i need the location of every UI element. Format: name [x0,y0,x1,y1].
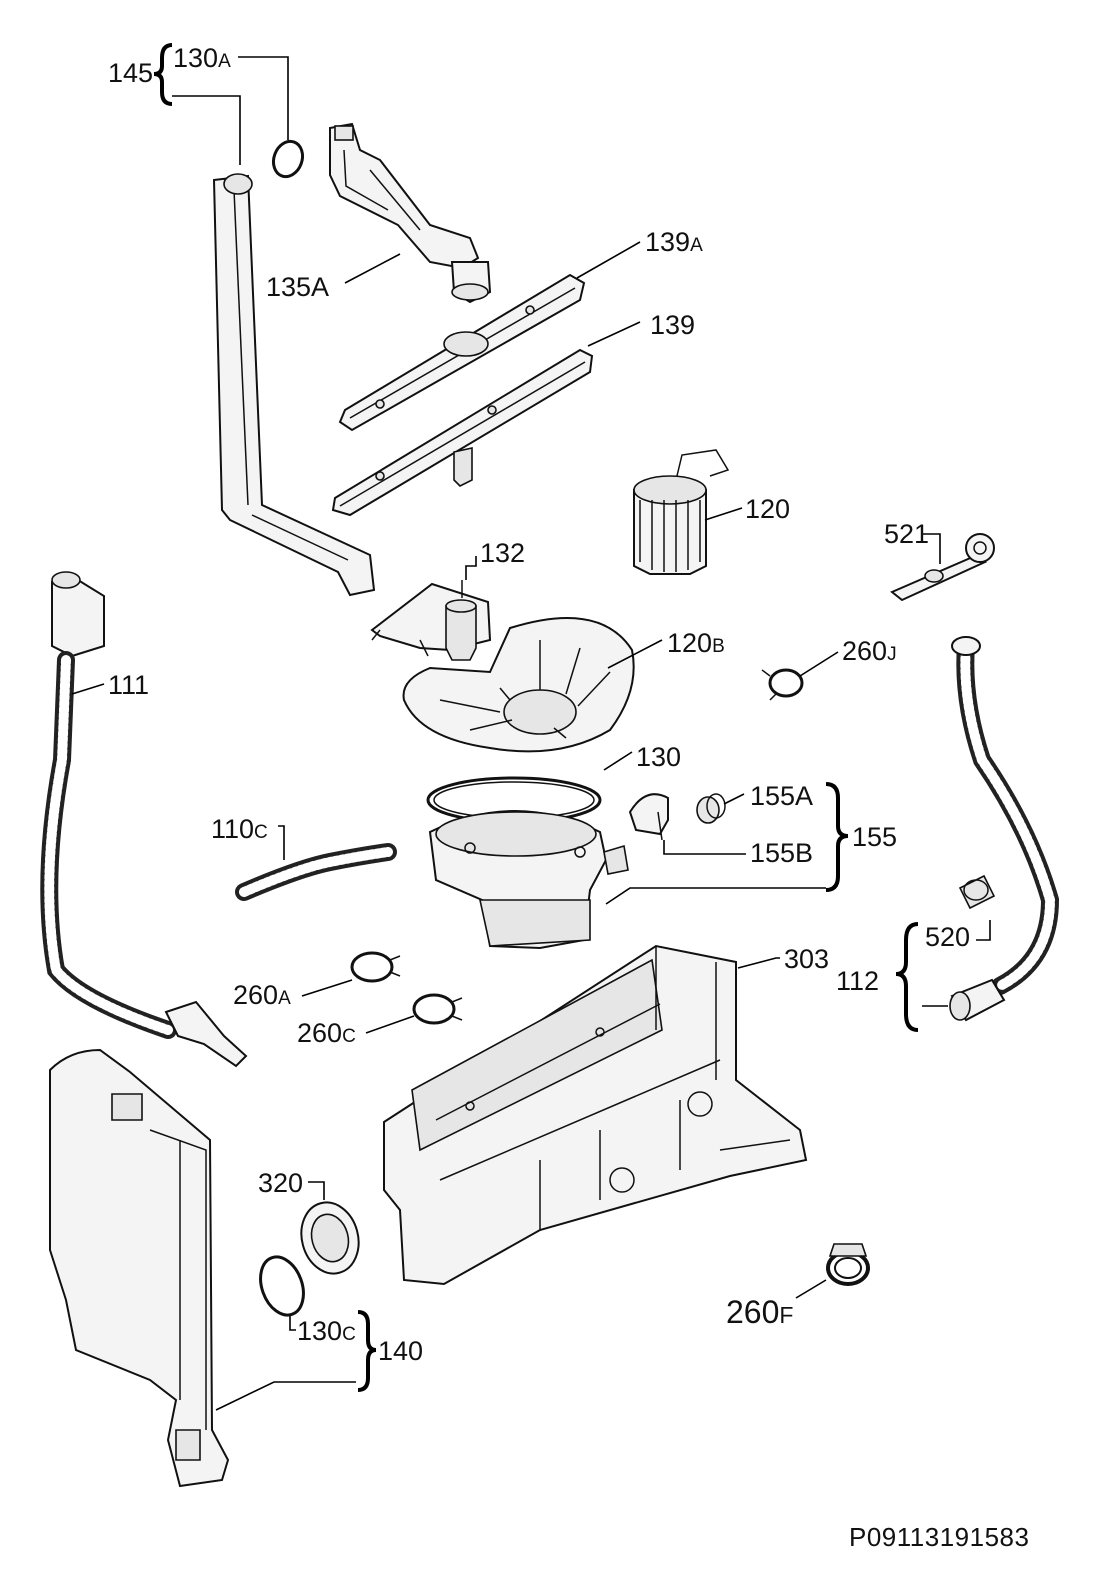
label-520: 520 [925,922,971,952]
label-260f: 260F [726,1294,794,1330]
upper-arm-support-135a [329,122,492,304]
hose-110c [235,825,397,901]
label-155b: 155B [750,838,814,868]
bracket-145 [153,43,289,165]
sump-130 [426,751,826,950]
label-135a: 135A [266,272,330,302]
water-softener-140 [49,1048,356,1488]
label-132: 132 [480,538,526,568]
label-112: 112 [836,966,880,996]
label-130c: 130C [297,1316,356,1346]
drain-hose-112 [895,636,1060,1032]
inlet-hose-111 [40,571,248,1068]
seal-320 [300,1181,360,1275]
clamp-260j [761,651,839,701]
reference-code: P09113191583 [849,1522,1030,1552]
part-132 [370,556,492,661]
label-320: 320 [258,1168,304,1198]
label-139: 139 [650,310,696,340]
label-110c: 110C [211,814,268,844]
upper-spray-arm-139a [338,241,641,432]
spray-pipe-145 [212,173,376,597]
clamp-260f [795,1243,870,1299]
label-120b: 120B [667,628,725,658]
label-139a: 139A [645,227,703,257]
label-130a: 130A [173,43,231,73]
label-521: 521 [884,519,930,549]
label-155: 155 [852,822,898,852]
label-145: 145 [108,58,154,88]
label-260j: 260J [842,636,897,666]
lower-spray-arm-139 [331,321,641,517]
label-140: 140 [378,1336,424,1366]
base-frame-303 [383,944,808,1286]
clamps-260a-260c [301,951,463,1034]
group-155 [628,782,849,892]
label-155a: 155A [750,781,814,811]
label-260c: 260C [297,1018,356,1048]
label-260a: 260A [233,980,291,1010]
label-130: 130 [636,742,682,772]
label-303: 303 [784,944,830,974]
label-120: 120 [745,494,791,524]
plate-120b [402,617,663,753]
filter-120 [633,449,743,575]
key-521 [890,533,995,602]
gasket-130c [259,1255,377,1392]
label-111: 111 [108,670,150,700]
o-ring-130a [271,139,305,179]
